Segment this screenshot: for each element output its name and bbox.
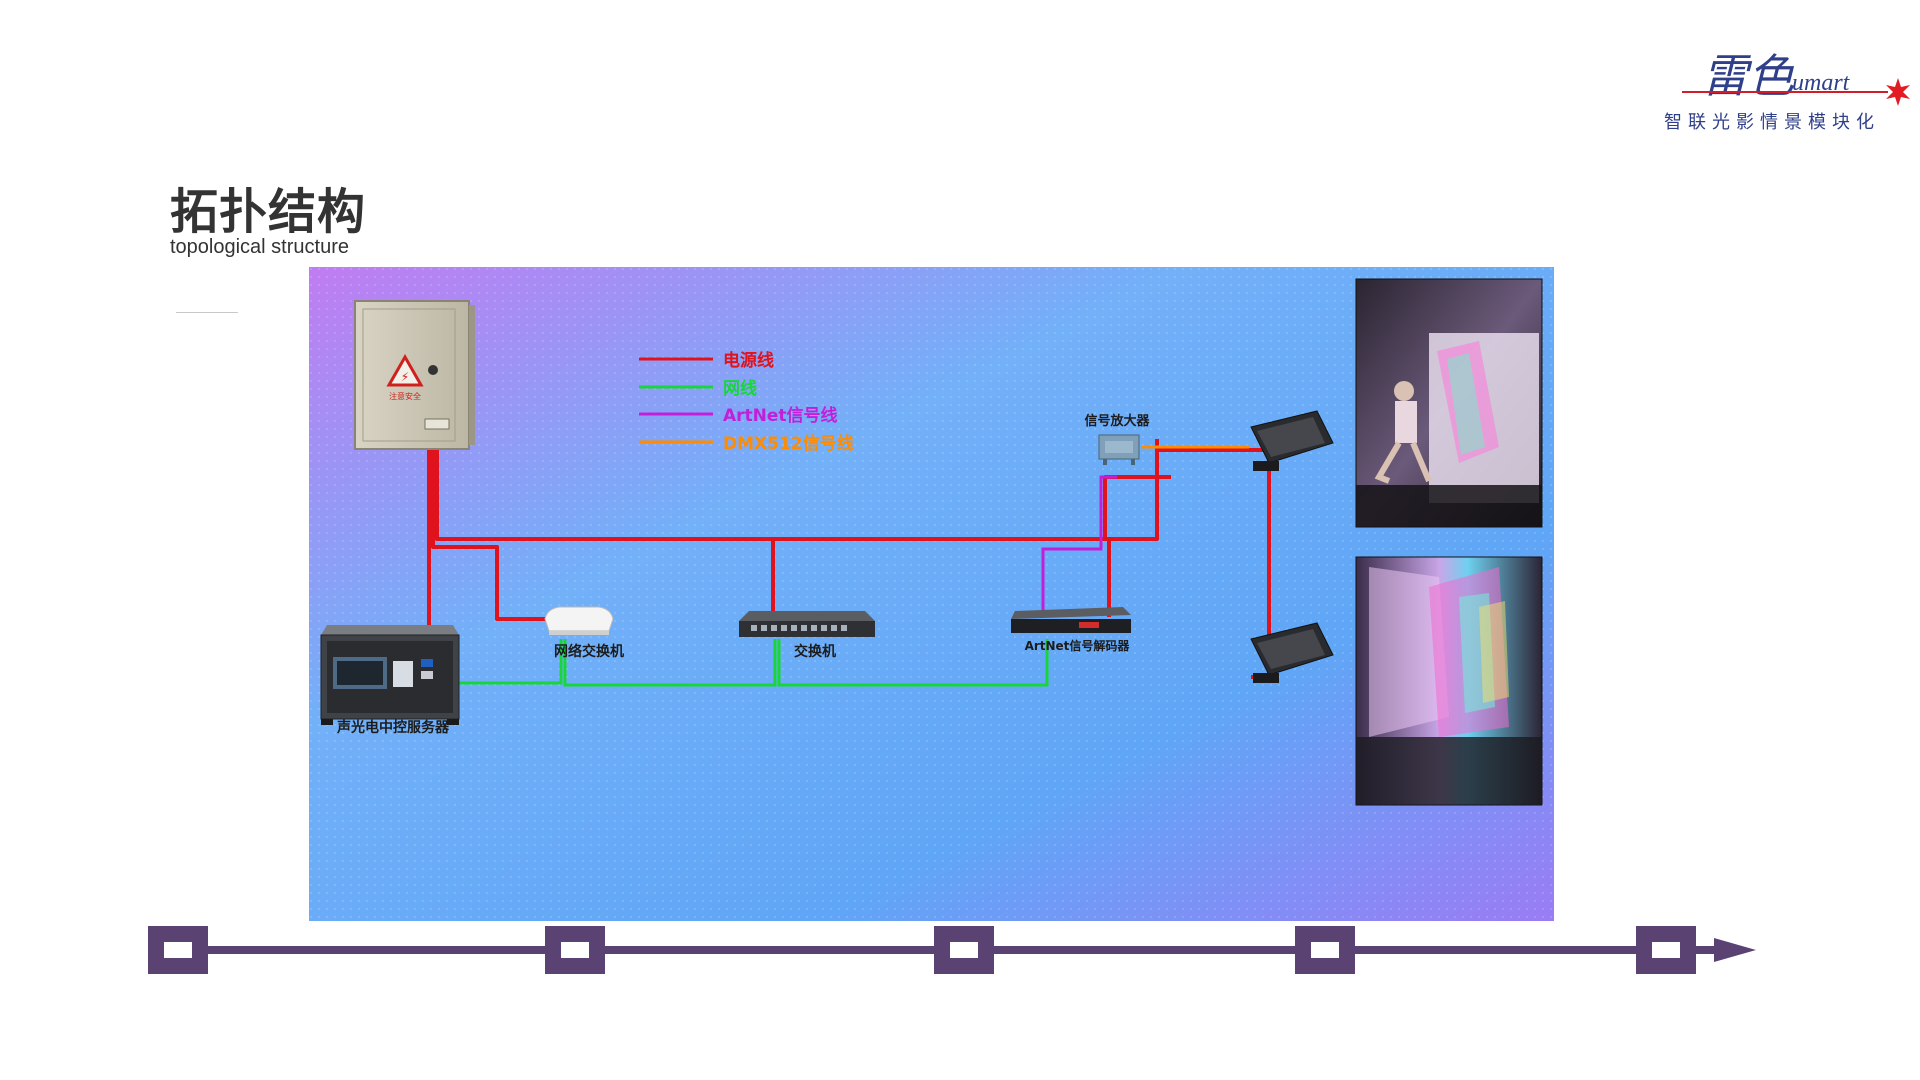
logo-star-icon — [1886, 78, 1910, 106]
decoder-label: ArtNet信号解码器 — [1025, 638, 1131, 653]
server-device: 声光电中控服务器 — [320, 625, 460, 736]
logo-brand-cn: 雷色 — [1702, 49, 1795, 103]
legend-label-power: 电源线 — [723, 350, 774, 371]
legend-label-artnet: ArtNet信号线 — [723, 405, 838, 426]
switch-device: 交换机 — [739, 611, 875, 660]
page-title: 拓扑结构 — [170, 184, 367, 240]
timeline-node — [934, 926, 994, 974]
amplifier-label: 信号放大器 — [1084, 413, 1150, 429]
timeline-node — [545, 926, 605, 974]
legend: 电源线 网线 ArtNet信号线 DMX512信号线 — [639, 350, 854, 454]
router-label: 网络交换机 — [554, 643, 624, 660]
legend-label-dmx: DMX512信号线 — [723, 433, 854, 454]
server-label: 声光电中控服务器 — [336, 719, 450, 736]
net-line-server-router — [429, 639, 563, 685]
power-line-main — [435, 439, 1159, 541]
light-fixture-top — [1250, 410, 1334, 471]
power-box: ⚡ 注意安全 — [354, 300, 475, 450]
timeline-arrow-icon — [1714, 938, 1756, 962]
amplifier-device: 信号放大器 — [1084, 413, 1150, 465]
network-lines — [429, 639, 1049, 687]
switch-label: 交换机 — [794, 643, 836, 660]
light-fixture-bottom — [1250, 622, 1334, 683]
lock-icon — [428, 365, 438, 375]
decoder-device: ArtNet信号解码器 — [1011, 607, 1131, 653]
topology-diagram: 电源线 网线 ArtNet信号线 DMX512信号线 ⚡ 注意安全 声光电中控服… — [309, 267, 1554, 921]
power-box-warning-text: 注意安全 — [389, 391, 421, 401]
page-subtitle: topological structure — [170, 236, 349, 258]
timeline — [148, 926, 1756, 974]
diagram-dot-texture — [309, 267, 1554, 921]
brand-logo: 雷色 umart 智联光影情景模块化 — [1664, 49, 1910, 133]
timeline-node — [1636, 926, 1696, 974]
net-line-switch-decoder — [777, 639, 1049, 687]
lightning-icon: ⚡ — [401, 370, 409, 384]
scene-photo-top — [1355, 278, 1543, 528]
warning-triangle-icon — [386, 353, 424, 387]
timeline-node — [148, 926, 208, 974]
timeline-node — [1295, 926, 1355, 974]
router-device: 网络交换机 — [544, 606, 624, 660]
logo-slogan: 智联光影情景模块化 — [1664, 112, 1880, 133]
net-line-router-switch — [563, 639, 777, 687]
scene-photo-bottom — [1355, 556, 1543, 806]
artnet-line-decoder-amp — [1041, 475, 1117, 617]
artnet-lines — [1041, 475, 1117, 617]
legend-label-net: 网线 — [723, 378, 757, 399]
power-line-router — [431, 445, 549, 621]
power-lines — [427, 439, 1271, 679]
title-divider — [176, 312, 238, 313]
